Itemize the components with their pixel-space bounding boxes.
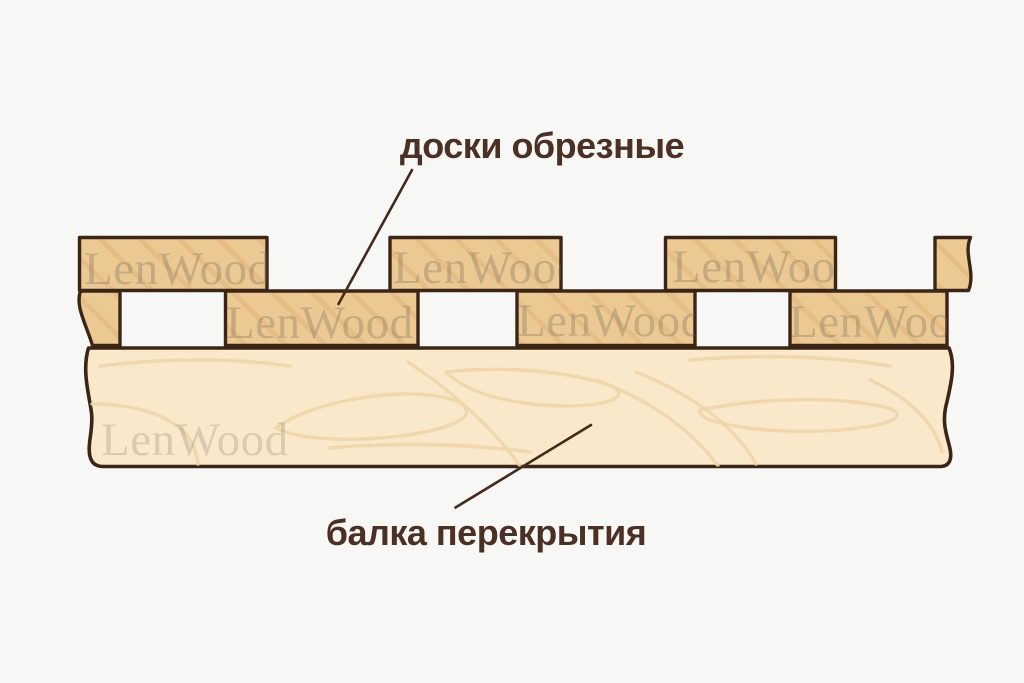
watermark-mid-2: LenWood xyxy=(517,295,705,347)
watermark-mid-1: LenWood xyxy=(226,297,414,349)
leader-line-bottom xyxy=(454,423,593,509)
top-board-row: LenWood LenWood LenWood xyxy=(77,235,973,295)
spacer-board-3 xyxy=(788,289,949,348)
leader-line-top xyxy=(337,168,414,306)
watermark-mid-3: LenWood xyxy=(789,296,977,348)
spacer-board-2 xyxy=(515,289,697,348)
top-board-2 xyxy=(388,235,563,293)
label-edged-boards: доски обрезные xyxy=(400,125,684,166)
mid-row-watermarks: LenWood LenWood LenWood xyxy=(226,295,977,349)
beam-grain-lines: LenWood xyxy=(90,354,944,467)
top-board-1 xyxy=(77,235,269,293)
watermark-beam: LenWood xyxy=(101,414,289,466)
spacer-board-stub xyxy=(77,289,122,348)
top-row-watermarks: LenWood LenWood LenWood xyxy=(84,241,860,295)
watermark-top-1: LenWood xyxy=(84,243,272,295)
spacer-board-row: LenWood LenWood LenWood xyxy=(77,289,977,349)
floor-beam: LenWood xyxy=(83,346,955,469)
top-board-3 xyxy=(663,235,838,293)
watermark-top-3: LenWood xyxy=(672,241,860,293)
label-floor-beam: балка перекрытия xyxy=(326,512,646,553)
top-board-4-cut xyxy=(933,235,973,293)
spacer-board-1 xyxy=(223,289,420,348)
watermark-top-2: LenWood xyxy=(393,242,581,294)
